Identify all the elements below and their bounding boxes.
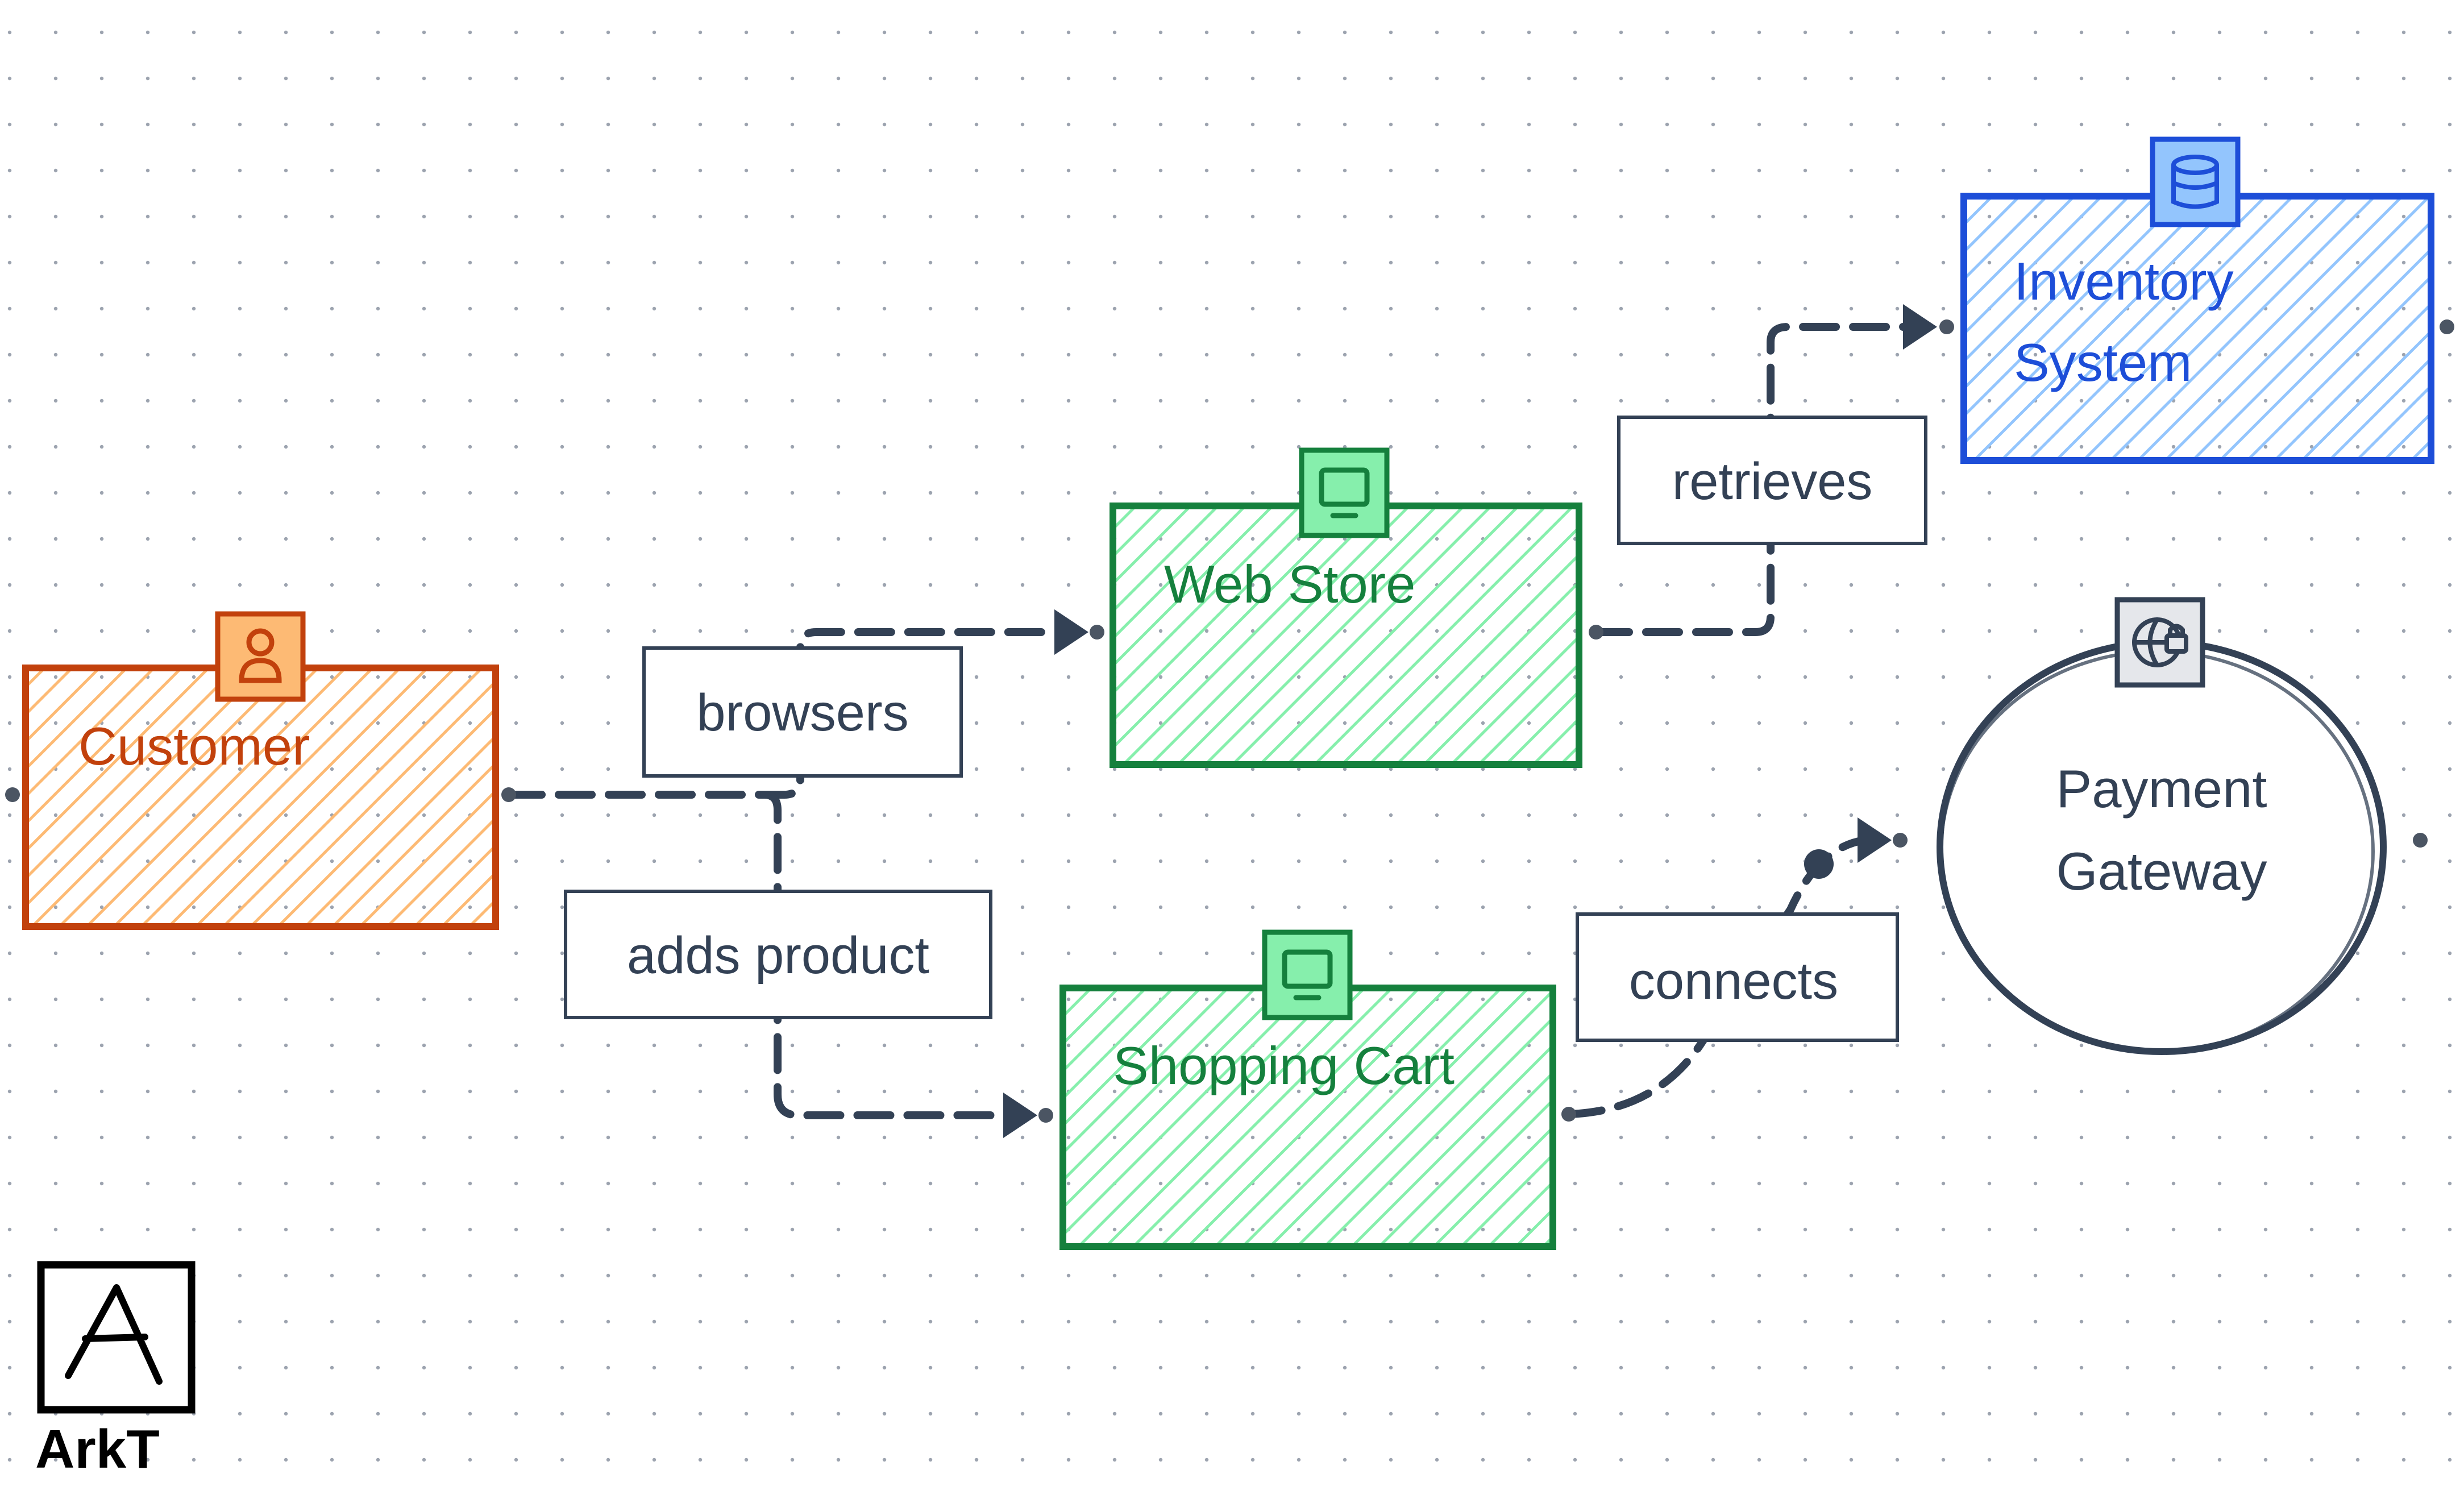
arkt-logo: ArkT	[35, 1261, 196, 1480]
edge-connects-waypoint-dot	[1804, 849, 1834, 879]
node-shopping-cart-icon-box	[1262, 929, 1353, 1020]
edge-label-retrieves-text: retrieves	[1672, 452, 1873, 510]
edge-adds-product-line	[761, 791, 1010, 1119]
edge-label-retrieves[interactable]: retrieves	[1617, 416, 1927, 545]
node-web-store-label: Web Store	[1164, 554, 1415, 614]
node-payment-gateway-label-line1: Payment	[2056, 759, 2267, 819]
edge-connects-arrowhead	[1858, 817, 1892, 863]
edge-connects[interactable]	[1561, 817, 1908, 1122]
globe-lock-icon	[2132, 617, 2188, 667]
edge-connects-start-dot	[1561, 1107, 1576, 1122]
node-customer-label: Customer	[78, 716, 310, 776]
node-shopping-cart[interactable]: Shopping Cart	[1059, 929, 1556, 1250]
node-payment-gateway[interactable]: Payment Gateway	[1937, 597, 2387, 1055]
node-customer-body	[22, 665, 499, 930]
node-inventory-system[interactable]: Inventory System	[1960, 136, 2434, 464]
edge-browsers-end-dot	[1090, 625, 1104, 640]
edge-label-connects[interactable]: connects	[1576, 912, 1899, 1042]
edge-retrieves-arrowhead	[1903, 304, 1937, 350]
edge-adds-product[interactable]	[761, 791, 1053, 1138]
node-shopping-cart-body	[1059, 985, 1556, 1250]
node-inventory-system-icon-box	[2150, 136, 2241, 227]
node-payment-gateway-label-line2: Gateway	[2056, 841, 2267, 901]
user-icon	[239, 628, 282, 683]
monitor-icon	[1282, 949, 1333, 1000]
inventory-right-port-dot	[2440, 319, 2454, 334]
edge-retrieves-end-dot	[1939, 319, 1954, 334]
node-shopping-cart-label: Shopping Cart	[1113, 1036, 1455, 1095]
edge-retrieves-start-dot	[1589, 625, 1603, 640]
edge-browsers-arrowhead	[1054, 609, 1088, 655]
edge-label-adds-product[interactable]: adds product	[564, 890, 992, 1019]
customer-left-port-dot	[5, 787, 20, 802]
edge-adds-product-arrowhead	[1003, 1093, 1037, 1138]
edge-label-browsers-text: browsers	[696, 684, 908, 742]
edge-browsers-start-dot	[501, 787, 516, 802]
node-inventory-system-body	[1960, 193, 2434, 464]
arkt-logo-text: ArkT	[35, 1419, 160, 1480]
node-web-store[interactable]: Web Store	[1110, 447, 1582, 768]
database-icon	[2171, 155, 2219, 209]
node-web-store-body	[1110, 503, 1582, 768]
node-inventory-system-label-line1: Inventory	[2014, 251, 2234, 311]
monitor-icon	[1319, 467, 1370, 518]
edge-connects-end-dot	[1893, 833, 1908, 848]
node-web-store-icon-box	[1299, 447, 1390, 538]
node-inventory-system-label-line2: System	[2014, 333, 2192, 392]
edge-adds-product-end-dot	[1038, 1108, 1053, 1123]
node-customer-icon-box	[215, 611, 306, 702]
edge-label-browsers[interactable]: browsers	[642, 646, 963, 778]
edge-label-connects-text: connects	[1629, 952, 1838, 1010]
node-customer[interactable]: Customer	[22, 611, 499, 930]
arkt-logo-letter-mark	[65, 1284, 163, 1385]
edge-label-adds-product-text: adds product	[627, 927, 929, 985]
payment-right-port-dot	[2413, 833, 2428, 848]
edge-connects-line	[1565, 836, 1868, 1118]
